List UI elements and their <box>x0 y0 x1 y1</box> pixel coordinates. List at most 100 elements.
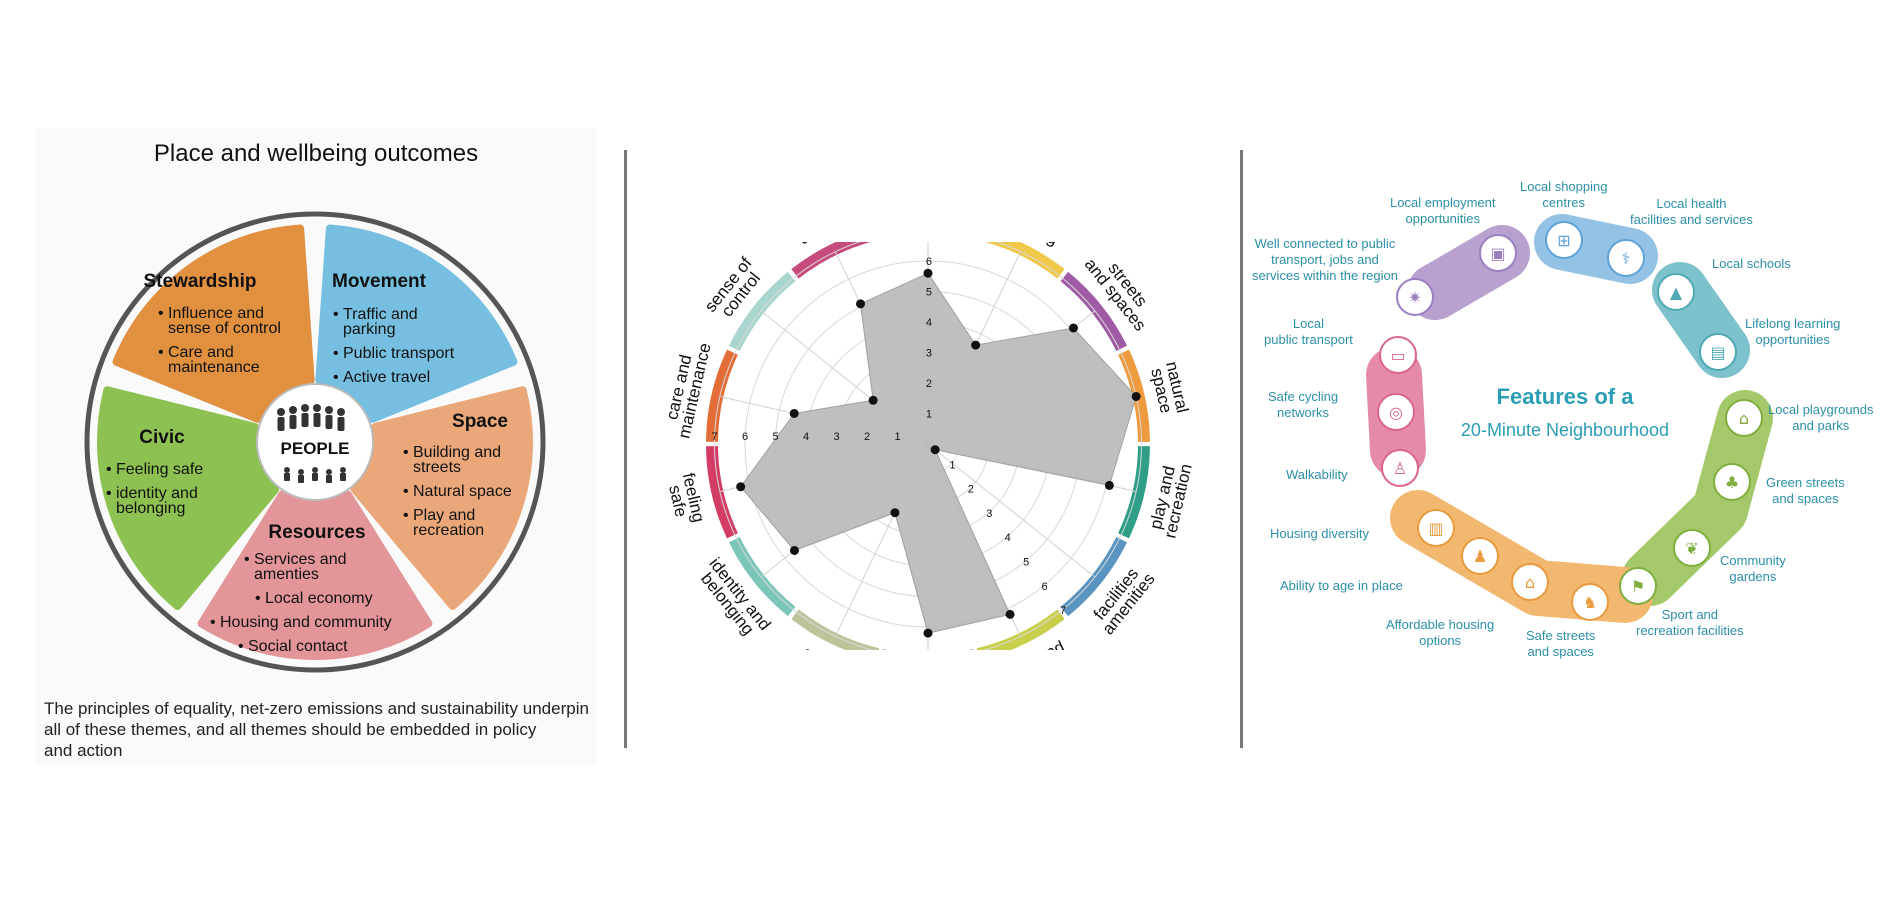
tick-label: 1 <box>894 431 900 443</box>
radar-axis-label-line: ? <box>923 187 932 206</box>
tick-label: 4 <box>926 317 932 329</box>
stethoscope-icon <box>1607 239 1645 277</box>
segment-item: streets <box>413 459 461 476</box>
radar-axis-label-line: moving <box>788 193 846 234</box>
radar-axis-label-line: social <box>800 643 847 679</box>
panel-title: Place and wellbeing outcomes <box>153 140 479 167</box>
label-walkability: Walkability <box>1286 467 1348 482</box>
segment-item: Play and <box>413 507 475 524</box>
bullet-icon: • <box>403 507 409 524</box>
tick-label: 3 <box>986 508 992 520</box>
segment-item: belonging <box>116 500 185 517</box>
house-icon <box>1511 563 1549 601</box>
arc-green <box>1622 390 1773 606</box>
radar-point <box>1104 480 1114 490</box>
tick-label: 5 <box>926 287 932 299</box>
radar-ring-segment <box>881 222 975 239</box>
radar-ring-segment <box>883 649 973 650</box>
shopping-cart-icon <box>1545 221 1583 259</box>
radar-point <box>923 268 933 278</box>
tick-label: 4 <box>803 431 809 443</box>
bullet-icon: • <box>238 638 244 655</box>
segment-space <box>350 386 533 610</box>
radar-point <box>736 482 746 492</box>
walking-icon-glyph: ♙ <box>1393 459 1407 478</box>
segment-item: Active travel <box>343 369 430 386</box>
segment-item: Influence and <box>168 305 264 322</box>
bullet-icon: • <box>106 485 112 502</box>
radar-point <box>856 299 866 309</box>
wheel-rim <box>84 211 546 673</box>
tree-icon <box>1713 463 1751 501</box>
tick-label: 1 <box>926 409 932 421</box>
tick-label: 7 <box>926 226 932 238</box>
segment-item: parking <box>343 321 395 338</box>
label-schools: Local schools <box>1712 256 1791 271</box>
neighbourhood-loop: ✷▣⊞⚕▲▤⌂♣❦⚑♞⌂♟▥♙◎▭ <box>1366 214 1773 623</box>
radar-point <box>789 545 799 555</box>
briefcase-icon-glyph: ▣ <box>1490 244 1505 263</box>
bullet-icon: • <box>106 461 112 478</box>
network-icon-glyph: ✷ <box>1408 288 1421 307</box>
graduation-cap-icon <box>1657 273 1695 311</box>
book-icon <box>1699 333 1737 371</box>
segment-item: maintenance <box>168 359 260 376</box>
people-label: PEOPLE <box>281 439 350 458</box>
segment-item: Traffic and <box>343 306 418 323</box>
principles-line: and action <box>44 741 123 760</box>
walking-icon <box>1381 449 1419 487</box>
buildings-icon <box>1417 509 1455 547</box>
segment-title: Civic <box>139 427 185 448</box>
segment-item: recreation <box>413 522 484 539</box>
playground-icon-glyph: ⌂ <box>1739 409 1749 428</box>
tick-label: 4 <box>1005 532 1011 544</box>
principles-line: The principles of equality, net-zero emi… <box>44 699 589 718</box>
tick-label: 5 <box>772 431 778 443</box>
family-icon <box>1461 537 1499 575</box>
features-title: Features of a <box>1496 384 1634 409</box>
segment-stewardship <box>112 224 315 423</box>
dog-walker-icon <box>1571 583 1609 621</box>
radar-axis-label: ? <box>923 187 932 206</box>
graduation-cap-icon-glyph: ▲ <box>1670 283 1683 302</box>
radar-point <box>923 628 933 638</box>
features-subtitle: 20-Minute Neighbourhood <box>1460 420 1670 440</box>
segment-item: amenties <box>254 566 319 583</box>
tree-icon-glyph: ♣ <box>1725 473 1739 492</box>
radar-ring-segment <box>791 609 880 650</box>
bullet-icon: • <box>255 590 261 607</box>
divider-left <box>624 150 627 748</box>
bullet-icon: • <box>403 483 409 500</box>
tick-label: 7 <box>711 431 717 443</box>
tick-label: 6 <box>926 256 932 268</box>
tick-label: 3 <box>926 348 932 360</box>
radar-point <box>1068 323 1078 333</box>
radar-point <box>971 340 981 350</box>
bullet-icon: • <box>158 344 164 361</box>
book-icon-glyph: ▤ <box>1710 343 1725 362</box>
segment-item: sense of control <box>168 320 281 337</box>
tick-label: 6 <box>1042 581 1048 593</box>
network-icon <box>1396 278 1434 316</box>
radar-point <box>890 508 900 518</box>
dog-walker-icon-glyph: ♞ <box>1583 593 1597 612</box>
radar-ring-segment <box>1118 446 1150 539</box>
segment-title: Resources <box>268 522 365 543</box>
bullet-icon: • <box>158 305 164 322</box>
radar-ring-segment <box>791 242 871 279</box>
radar-axis-label-line: economy <box>1004 651 1075 698</box>
radar-ring-segment <box>706 349 738 442</box>
principles-line: all of these themes, and all themes shou… <box>44 720 537 739</box>
